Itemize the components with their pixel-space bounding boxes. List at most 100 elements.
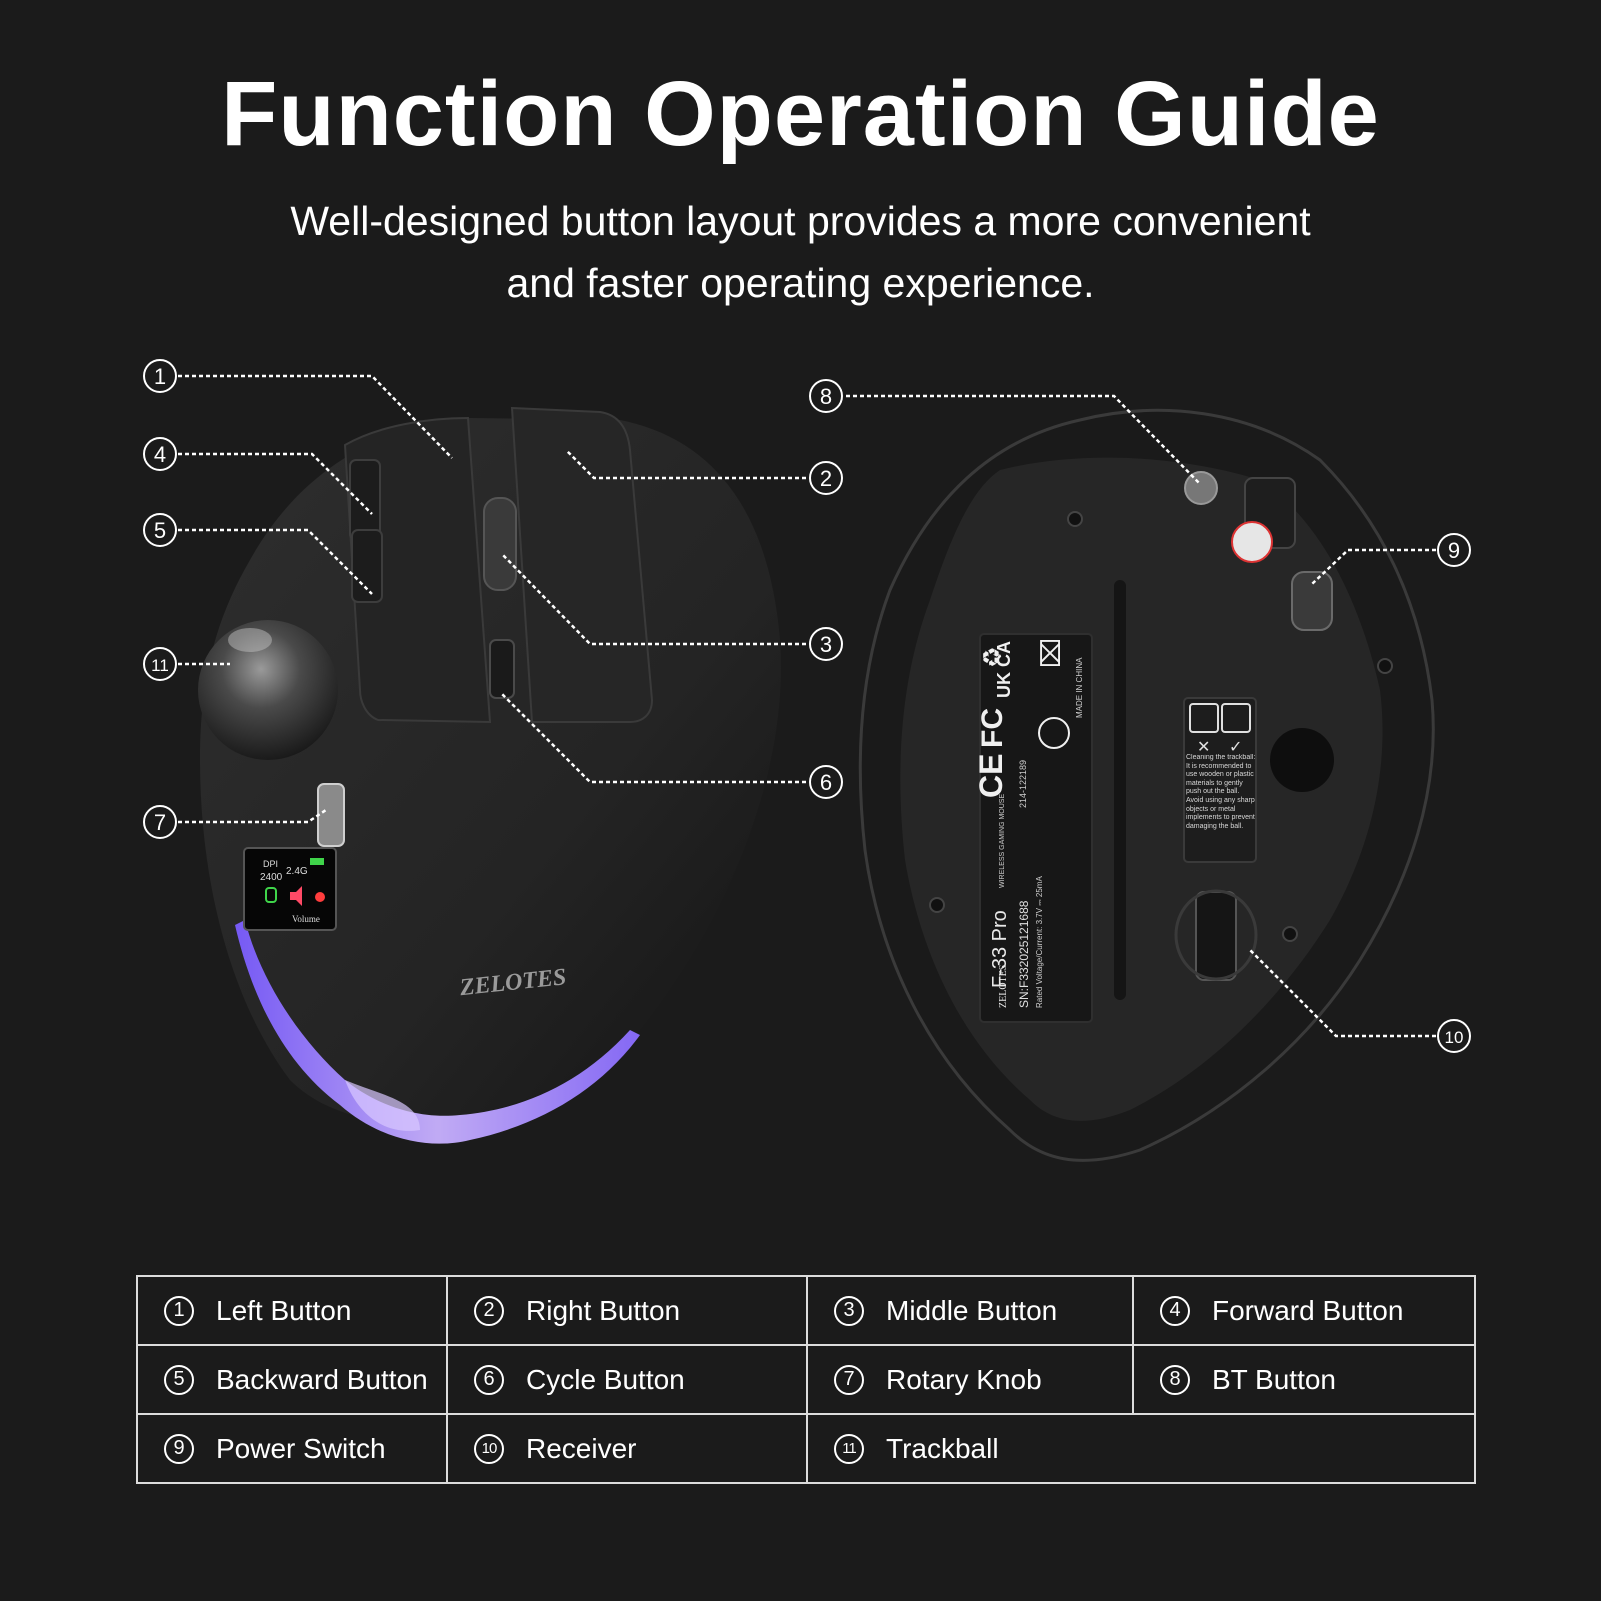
legend-number: 10 — [474, 1433, 504, 1464]
svg-text:1: 1 — [154, 364, 166, 389]
cleaning-note-panel — [1183, 697, 1257, 863]
legend-label: Backward Button — [216, 1363, 428, 1395]
screen-battery-icon — [310, 858, 324, 865]
rgb-glow-strip — [235, 920, 640, 1144]
legend-label: Cycle Button — [526, 1363, 685, 1395]
callout-7: 7 — [143, 805, 177, 839]
oled-screen — [243, 847, 337, 931]
rotary-knob[interactable] — [317, 783, 345, 847]
legend-number: 11 — [834, 1433, 864, 1464]
ukca-mark-icon: UK CA — [994, 641, 1014, 698]
wrong-tool-icon — [1189, 703, 1219, 733]
mouse-top-view: DPI 2400 2.4G Volume ZELOTES — [198, 406, 781, 1144]
legend-label: Middle Button — [886, 1294, 1058, 1326]
label-model: F-33 Pro — [989, 910, 1011, 988]
leader-5 — [178, 528, 373, 595]
leader-9 — [1311, 548, 1436, 585]
screw-1 — [1067, 511, 1083, 527]
screen-device-icon — [265, 887, 277, 903]
legend-cell: 1 Left Button — [136, 1275, 448, 1346]
subtitle-line-2: and faster operating experience. — [506, 260, 1095, 306]
fcc-mark-icon: FC — [976, 708, 1009, 748]
svg-text:2: 2 — [820, 466, 832, 491]
leader-4 — [178, 452, 373, 515]
label-made-in: MADE IN CHINA — [1075, 657, 1084, 718]
weee-bin-icon: ⌧ — [1037, 638, 1067, 668]
screw-2 — [1377, 658, 1393, 674]
screen-volume: Volume — [292, 914, 320, 924]
wrong-mark-icon: ✕ — [1197, 737, 1210, 756]
label-cert-code: 214-122189 — [1018, 760, 1028, 808]
legend-number: 6 — [474, 1364, 504, 1395]
svg-text:11: 11 — [151, 656, 169, 675]
leader-8 — [846, 394, 1201, 485]
screen-dpi-label: DPI — [263, 859, 278, 869]
legend-number: 3 — [834, 1295, 864, 1326]
legend-number: 5 — [164, 1364, 194, 1395]
left-button[interactable] — [343, 416, 492, 724]
page-title: Function Operation Guide — [221, 63, 1380, 165]
leader-3 — [501, 553, 806, 646]
label-brand: ZELOTES — [998, 965, 1009, 1008]
legend-number: 2 — [474, 1295, 504, 1326]
right-tool-icon — [1221, 703, 1251, 733]
label-sn: SN:F33202512168​8 — [1017, 900, 1031, 1008]
callout-10: 10 — [1437, 1019, 1471, 1053]
leader-1 — [178, 374, 453, 459]
product-label — [979, 633, 1093, 1023]
legend-cell: 11 Trackball — [806, 1413, 1476, 1484]
svg-text:6: 6 — [820, 770, 832, 795]
leader-2 — [565, 449, 806, 480]
svg-text:10: 10 — [1445, 1028, 1464, 1047]
cleaning-note: Cleaning the trackball: It is recommende… — [1186, 754, 1256, 830]
callout-1: 1 — [143, 359, 177, 393]
callout-9: 9 — [1437, 533, 1471, 567]
callout-2: 2 — [809, 461, 843, 495]
mouse-bottom-view: F-33 Pro ZELOTES WIRELESS GAMING MOUSE S… — [858, 408, 1435, 1162]
cycle-button[interactable] — [489, 639, 515, 699]
screen-speaker-icon — [290, 886, 302, 906]
page-subtitle: Well-designed button layout provides a m… — [0, 190, 1601, 314]
backward-button[interactable] — [351, 529, 383, 603]
forward-button[interactable] — [349, 459, 381, 541]
legend-label: Right Button — [526, 1294, 681, 1326]
legend-cell: 8 BT Button — [1132, 1344, 1476, 1415]
svg-text:4: 4 — [154, 442, 166, 467]
rohs-mark-icon — [1038, 717, 1070, 749]
trackball[interactable] — [198, 620, 338, 760]
legend-label: BT Button — [1212, 1363, 1337, 1395]
callout-4: 4 — [143, 437, 177, 471]
center-groove — [1114, 580, 1126, 1000]
svg-text:7: 7 — [154, 810, 166, 835]
scroll-wheel[interactable] — [483, 497, 517, 591]
trackball-eject-hole[interactable] — [1270, 728, 1334, 792]
bt-button[interactable] — [1184, 471, 1218, 505]
leader-lines — [178, 374, 1436, 1038]
screen-bug-icon — [315, 892, 325, 902]
right-button[interactable] — [510, 406, 654, 723]
receiver-slot[interactable] — [1195, 891, 1237, 981]
legend-label: Trackball — [886, 1432, 999, 1464]
callout-3: 3 — [809, 627, 843, 661]
legend-number: 1 — [164, 1295, 194, 1326]
legend-label: Receiver — [526, 1432, 637, 1464]
callout-5: 5 — [143, 513, 177, 547]
legend-number: 8 — [1160, 1364, 1190, 1395]
legend-cell: 6 Cycle Button — [446, 1344, 808, 1415]
callout-6: 6 — [809, 765, 843, 799]
legend-label: Left Button — [216, 1294, 352, 1326]
legend-cell: 2 Right Button — [446, 1275, 808, 1346]
svg-text:8: 8 — [820, 384, 832, 409]
legend-table: 1 Left Button 2 Right Button 3 Middle Butto… — [136, 1275, 1476, 1484]
screw-4 — [1282, 926, 1298, 942]
label-voltage: Rated Voltage/Current: 3.7V ⎓ 25mA — [1035, 876, 1044, 1008]
power-switch[interactable] — [1291, 571, 1333, 631]
callout-11: 11 — [143, 647, 177, 681]
svg-text:5: 5 — [154, 518, 166, 543]
legend-number: 7 — [834, 1364, 864, 1395]
legend-label: Forward Button — [1212, 1294, 1404, 1326]
